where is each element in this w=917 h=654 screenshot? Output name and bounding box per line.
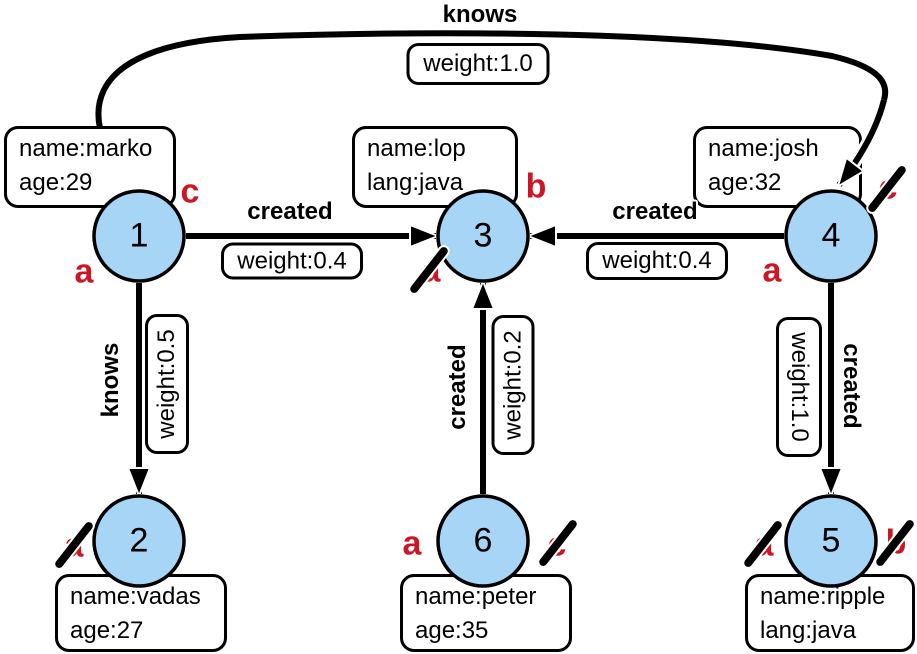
annotation-letter-a-vertex-1: a	[74, 252, 94, 291]
property-name: name:lop	[367, 135, 466, 162]
vertex-circle-4	[784, 189, 878, 283]
vertex-circle-6	[436, 494, 530, 588]
weight-value: weight:0.5	[153, 329, 180, 439]
edge-label-created-1-3: created	[247, 198, 333, 225]
weight-value: weight:0.4	[602, 247, 712, 274]
edge-label-created-4-3: created	[612, 198, 698, 225]
property-name: name:ripple	[760, 583, 886, 610]
property-age: age:32	[708, 169, 782, 196]
property-lang: lang:java	[760, 617, 857, 644]
property-name: name:marko	[19, 135, 153, 162]
vertex-id-3: 3	[473, 216, 493, 255]
vertex-id-2: 2	[129, 521, 149, 560]
vertex-id-5: 5	[821, 521, 841, 560]
weight-box-created-6-3: weight:0.2	[491, 315, 535, 455]
weight-box-created-4-3: weight:0.4	[586, 242, 728, 280]
vertex-circle-1	[92, 189, 186, 283]
vertex-id-4: 4	[821, 216, 841, 255]
weight-value: weight:1.0	[786, 332, 813, 442]
weight-value: weight:0.4	[237, 247, 347, 274]
edge-label-knows-1-2: knows	[97, 342, 124, 418]
weight-box-created-4-5: weight:1.0	[776, 317, 822, 457]
vertex-id-6: 6	[473, 521, 493, 560]
property-age: age:29	[19, 169, 93, 196]
property-box-vertex-3: name:lop lang:java	[352, 126, 518, 208]
edge-knows-1-4-arrow	[836, 99, 887, 189]
property-box-vertex-4: name:josh age:32	[693, 126, 862, 208]
edge-label-created-4-5: created	[838, 343, 865, 429]
property-box-vertex-2: name:vadas age:27	[55, 574, 227, 652]
property-name: name:peter	[415, 583, 537, 610]
weight-box-knows-1-2: weight:0.5	[145, 314, 189, 454]
property-lang: lang:java	[367, 169, 464, 196]
weight-box-created-1-3: weight:0.4	[221, 242, 363, 280]
edge-knows-1-4-arc	[95, 30, 889, 198]
vertex-id-1: 1	[129, 216, 149, 255]
annotation-letter-a-vertex-6: a	[402, 524, 422, 563]
weight-box-knows-1-4: weight:1.0	[406, 43, 550, 85]
weight-value: weight:1.0	[423, 50, 533, 77]
edge-label-created-6-3: created	[444, 344, 471, 430]
property-age: age:35	[415, 617, 489, 644]
edge-label-knows-1-4: knows	[442, 1, 518, 28]
annotation-letter-b-vertex-3: b	[525, 167, 547, 206]
property-age: age:27	[70, 617, 144, 644]
weight-value: weight:0.2	[499, 330, 526, 440]
property-name: name:josh	[708, 135, 819, 162]
annotation-letter-c-vertex-1: c	[180, 172, 200, 211]
annotation-letter-a-vertex-4: a	[762, 251, 782, 290]
